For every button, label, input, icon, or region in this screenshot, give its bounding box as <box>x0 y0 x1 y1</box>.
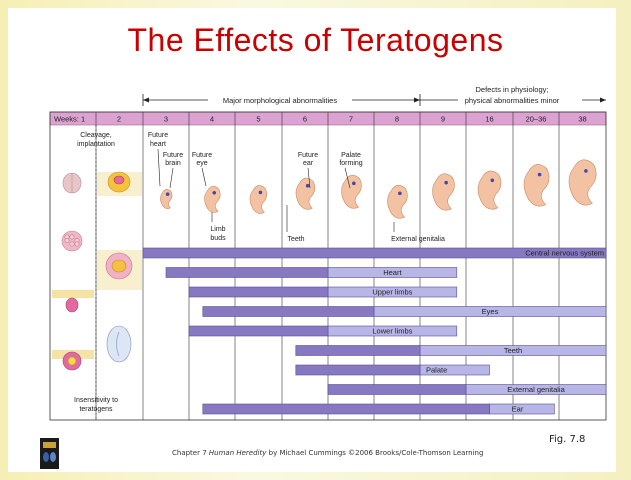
teeth-label: Teeth <box>287 236 304 243</box>
insensitivity-label-2: teratogens <box>79 406 113 413</box>
fetus-image <box>161 189 173 208</box>
fetus-eye-marker <box>166 192 170 196</box>
fetus-image <box>433 174 455 211</box>
week-label: 8 <box>395 115 399 124</box>
week-label-1: Weeks: 1 <box>54 115 85 124</box>
fetus-eye-marker <box>584 169 588 173</box>
week-label: 4 <box>210 115 214 124</box>
major-right-arrowhead <box>414 98 420 103</box>
physiology-label-line1: Defects in physiology; <box>476 85 549 94</box>
physiology-label-line2: physical abnormalities minor <box>465 96 560 105</box>
future-brain-label-1: Future <box>163 152 183 159</box>
fetus-eye-marker <box>212 191 216 195</box>
implantation-label: implantation <box>77 141 115 148</box>
future-ear-label-2: ear <box>303 160 314 167</box>
week-label: 5 <box>256 115 260 124</box>
fetus-eye-marker <box>259 191 263 195</box>
sensitivity-bar-label: Heart <box>383 268 402 277</box>
palate-forming-label-2: forming <box>339 160 362 167</box>
fetus-image <box>388 185 408 218</box>
morula-cell <box>65 238 69 242</box>
fetus-image <box>296 178 315 209</box>
fetus-eye-marker <box>538 173 542 177</box>
week-label: 9 <box>441 115 445 124</box>
week-label: 3 <box>164 115 168 124</box>
sensitivity-bar-label: Eyes <box>482 307 499 316</box>
sensitivity-bar-label: Central nervous system <box>525 249 604 258</box>
sensitivity-bar-dark <box>328 385 466 395</box>
week-label: 38 <box>578 115 586 124</box>
future-brain-label-2: brain <box>165 160 181 167</box>
future-heart-pointer <box>158 149 160 186</box>
future-eye-pointer <box>202 168 206 186</box>
buds-label: buds <box>210 235 226 242</box>
future-eye-label-1: Future <box>192 152 212 159</box>
source-caption: Chapter 7 Human Heredity by Michael Cumm… <box>172 449 483 457</box>
fetus-image <box>342 175 362 208</box>
fetus-eye-marker <box>352 182 356 186</box>
insensitivity-label-1: Insensitivity to <box>74 397 118 404</box>
morula-cell <box>75 242 79 246</box>
sensitivity-bar-dark <box>296 365 420 375</box>
sensitivity-bar-label: Teeth <box>504 346 522 355</box>
sensitivity-bar-label: Ear <box>512 405 524 414</box>
week2-embryo-1-core <box>114 176 124 184</box>
figure-number: Fig. 7.8 <box>549 434 585 445</box>
fetus-image <box>524 164 549 206</box>
fetus-image <box>205 186 221 212</box>
cleavage-label: Cleavage, <box>80 132 112 139</box>
fetus-eye-marker <box>306 184 310 188</box>
sensitivity-bar-dark <box>296 346 420 356</box>
sensitivity-bar-dark <box>189 326 328 336</box>
limb-label: Limb <box>210 226 225 233</box>
sensitivity-bar-label: Lower limbs <box>372 327 412 336</box>
fetus-eye-marker <box>398 192 402 196</box>
major-abnormalities-label: Major morphological abnormalities <box>223 96 337 105</box>
physiology-right-arrowhead <box>600 98 606 103</box>
week-label: 6 <box>303 115 307 124</box>
week-label: 16 <box>485 115 493 124</box>
morula-cell <box>70 235 74 239</box>
future-eye-label-2: eye <box>196 160 207 167</box>
sensitivity-bar-label: Upper limbs <box>372 288 412 297</box>
sensitivity-bar-dark <box>203 404 490 414</box>
week2-amnion-image <box>107 326 131 362</box>
implanting-blastocyst-1 <box>66 298 78 312</box>
week2-embryo-2-core <box>112 260 126 272</box>
fetus-image <box>478 171 501 209</box>
palate-forming-label-1: Palate <box>341 152 361 159</box>
future-heart-label-1: Future <box>148 132 168 139</box>
fetus-eye-marker <box>491 179 495 183</box>
week-label: 20–36 <box>526 115 547 124</box>
fetus-image <box>569 160 596 205</box>
future-ear-label-1: Future <box>298 152 318 159</box>
week-label: 7 <box>349 115 353 124</box>
sensitivity-bar-dark <box>166 268 328 278</box>
future-brain-pointer <box>170 168 173 188</box>
morula-cell <box>70 242 74 246</box>
future-heart-label-2: heart <box>150 141 166 148</box>
sensitivity-bar-dark <box>189 287 328 297</box>
major-left-arrowhead <box>143 98 149 103</box>
week-label: 2 <box>117 115 121 124</box>
fetus-eye-marker <box>444 181 448 185</box>
book-cover-icon <box>40 438 59 469</box>
external-genitalia-label: External genitalia <box>391 236 445 243</box>
blastocyst-core <box>68 357 76 365</box>
fetus-image <box>250 186 267 214</box>
sensitivity-bar-dark <box>203 307 374 317</box>
sensitivity-bar-label: External genitalia <box>507 385 565 394</box>
implantation-layer-1 <box>52 290 94 298</box>
sensitivity-bar-label: Palate <box>426 366 447 375</box>
